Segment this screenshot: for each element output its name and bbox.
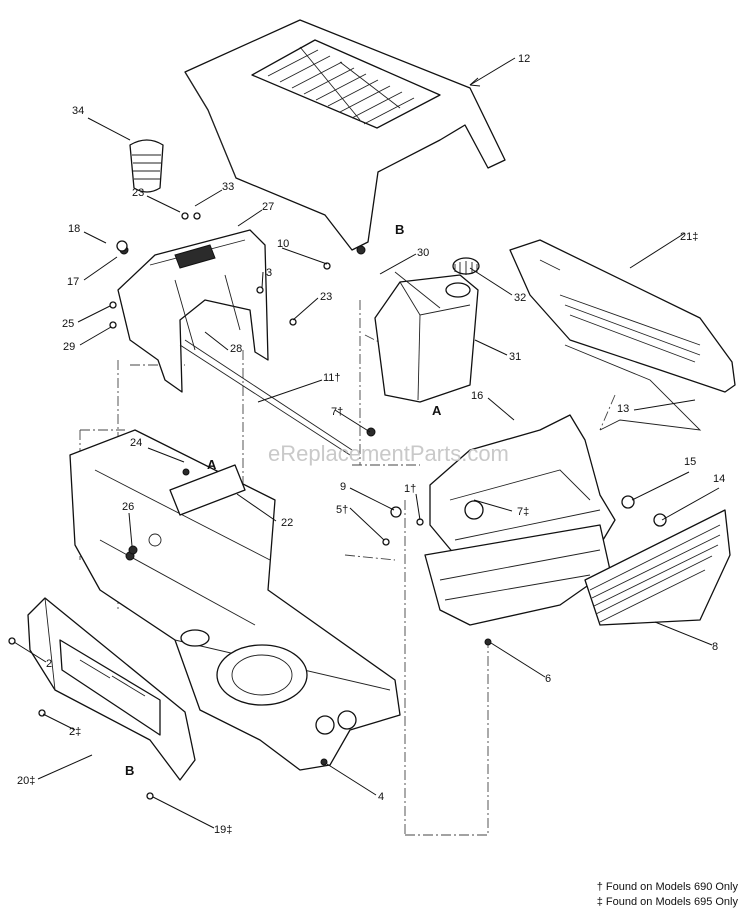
callout-29: 29: [63, 341, 75, 353]
fuel-cap: [452, 257, 480, 275]
pre-cleaner: [129, 139, 164, 193]
callout-6: 6: [545, 673, 551, 685]
callout-2: 2: [46, 658, 52, 670]
front-bumper: [27, 597, 196, 781]
callout-2-695: 2‡: [69, 726, 81, 738]
grille: [584, 509, 731, 626]
hardware-details: [8, 212, 667, 800]
model-footnotes: † Found on Models 690 Only ‡ Found on Mo…: [597, 880, 738, 910]
callout-17: 17: [67, 276, 79, 288]
chassis-frame: [69, 429, 401, 771]
reference-letters: B A A B: [125, 222, 442, 778]
callout-13: 13: [617, 403, 629, 415]
callout-31: 31: [509, 351, 521, 363]
callout-21: 21‡: [680, 231, 698, 243]
callout-28: 28: [230, 343, 242, 355]
footnote-695: ‡ Found on Models 695 Only: [596, 896, 738, 908]
callout-26: 26: [122, 501, 134, 513]
callout-8: 8: [712, 641, 718, 653]
wire-harness: [564, 344, 702, 431]
callout-25: 25: [62, 318, 74, 330]
callout-14: 14: [713, 473, 725, 485]
callout-34: 34: [72, 105, 84, 117]
callout-9: 9: [340, 481, 346, 493]
hood: [184, 19, 506, 255]
ref-b-bumper: B: [125, 763, 134, 778]
ref-b-top: B: [395, 222, 404, 237]
fuel-tank: [374, 271, 479, 403]
callout-3: 3: [266, 267, 272, 279]
callout-27: 27: [262, 201, 274, 213]
callout-16: 16: [471, 390, 483, 402]
callout-24: 24: [130, 437, 142, 449]
callout-30: 30: [417, 247, 429, 259]
callout-33: 33: [222, 181, 234, 193]
callouts: 12 34 33 23 27 18 17 10 3 23 25 29 28 30…: [17, 53, 725, 836]
side-panel: [509, 239, 736, 393]
dash-panel: [117, 229, 269, 393]
callout-4: 4: [378, 791, 384, 803]
callout-23-lower: 23: [320, 291, 332, 303]
callout-18: 18: [68, 223, 80, 235]
callout-23: 23: [132, 187, 144, 199]
callout-7: 7†: [331, 406, 343, 418]
callout-11: 11†: [323, 372, 341, 384]
watermark: eReplacementParts.com: [268, 441, 509, 466]
ref-a-frame: A: [207, 457, 217, 472]
ref-a-tank: A: [432, 403, 442, 418]
callout-7-695: 7‡: [517, 506, 529, 518]
footnote-690: † Found on Models 690 Only: [596, 881, 738, 893]
leader-lines: [13, 57, 720, 829]
callout-12: 12: [518, 53, 530, 65]
callout-22: 22: [281, 517, 293, 529]
callout-5: 5†: [336, 504, 348, 516]
callout-10: 10: [277, 238, 289, 250]
callout-19: 19‡: [214, 824, 232, 836]
callout-32: 32: [514, 292, 526, 304]
callout-20: 20‡: [17, 775, 35, 787]
headlight-housing: [424, 414, 616, 626]
callout-1: 1†: [404, 483, 416, 495]
callout-15: 15: [684, 456, 696, 468]
